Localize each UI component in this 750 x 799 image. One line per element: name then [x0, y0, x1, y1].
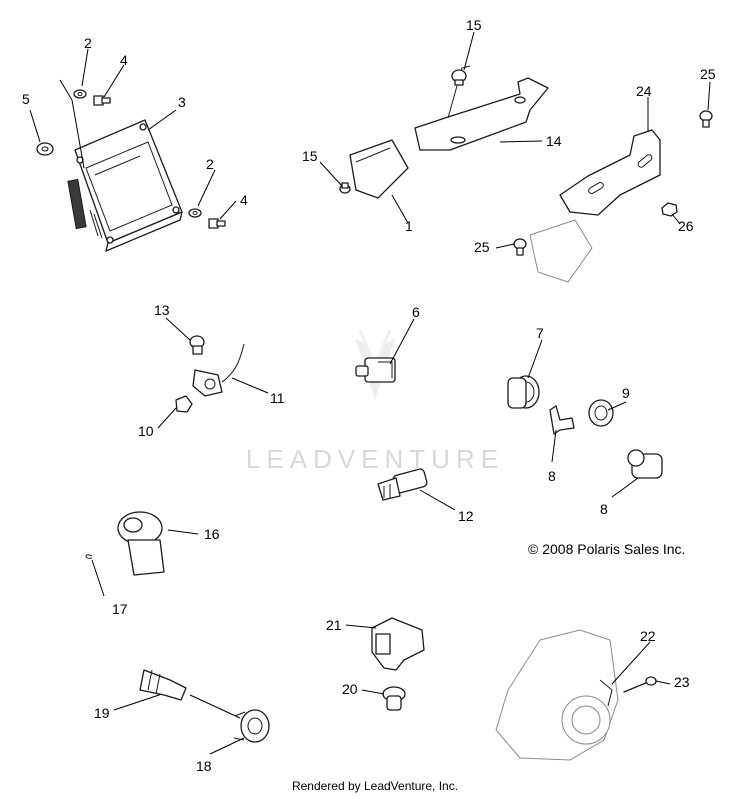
bracket-part — [414, 65, 549, 151]
callout-label: 15 — [302, 148, 318, 164]
bracket-part — [529, 129, 661, 283]
callout-label: 17 — [112, 601, 128, 617]
callout-label: 15 — [466, 17, 482, 33]
seal-ring-part — [233, 709, 270, 743]
callout-label: 4 — [240, 192, 248, 208]
map-sensor-part — [371, 617, 425, 671]
plug-cap-part — [339, 182, 351, 194]
callout-label: 3 — [178, 94, 186, 110]
grommet-part — [382, 686, 406, 711]
speed-sensor-part — [192, 343, 245, 397]
callout-label: 16 — [204, 526, 220, 542]
rubber-boot-part — [507, 375, 540, 409]
callout-label: 19 — [94, 705, 110, 721]
screw-part — [513, 238, 527, 256]
temperature-sensor-part — [355, 357, 396, 383]
ecu-module-part — [67, 119, 183, 252]
grommet-part — [36, 142, 54, 156]
temp-sender-part — [377, 468, 428, 501]
screw-part — [623, 676, 657, 693]
leader-lines — [29, 31, 711, 755]
callout-label: 23 — [674, 674, 690, 690]
footer-credit: Rendered by LeadVenture, Inc. — [291, 779, 459, 793]
callout-label: 4 — [120, 52, 128, 68]
watermark-text: LEADVENTURE — [246, 444, 504, 474]
plug-cap-part — [451, 69, 467, 86]
callout-label: 25 — [474, 239, 490, 255]
callout-label: 2 — [84, 35, 92, 51]
bolt-part — [189, 335, 205, 355]
callout-label: 9 — [622, 385, 630, 401]
clip-part — [549, 405, 575, 435]
seal-ring-part — [588, 399, 614, 427]
bolt-part — [93, 95, 111, 106]
mounting-pad-part — [349, 139, 409, 199]
callout-label: 14 — [546, 133, 562, 149]
clip-part — [85, 554, 93, 559]
pressure-sensor-part — [627, 449, 663, 479]
callout-label: 18 — [196, 758, 212, 774]
callout-label: 10 — [138, 423, 154, 439]
nut-part — [175, 395, 193, 413]
callout-label: 26 — [678, 218, 694, 234]
nut-part — [661, 202, 678, 217]
callout-label: 20 — [342, 681, 358, 697]
callout-label: 8 — [600, 501, 608, 517]
callout-label: 7 — [536, 325, 544, 341]
callout-label: 22 — [640, 628, 656, 644]
copyright-text: © 2008 Polaris Sales Inc. — [528, 541, 686, 557]
callout-label: 25 — [700, 66, 716, 82]
callout-label: 11 — [270, 390, 285, 406]
callout-label: 12 — [458, 508, 474, 524]
callout-labels: 1 2 2 3 4 4 5 6 7 8 8 9 10 11 12 13 14 1… — [22, 17, 716, 774]
callout-label: 13 — [154, 302, 170, 318]
callout-label: 24 — [636, 83, 652, 99]
throttle-body-part — [495, 629, 619, 761]
washer-part — [73, 89, 87, 99]
callout-label: 21 — [326, 617, 342, 633]
sensor-probe-part — [139, 669, 187, 701]
screw-part — [699, 110, 713, 128]
bolt-part — [208, 218, 226, 229]
washer-part — [188, 208, 202, 218]
callout-label: 5 — [22, 91, 30, 107]
callout-label: 8 — [548, 468, 556, 484]
callout-label: 2 — [206, 156, 214, 172]
callout-label: 6 — [412, 304, 420, 320]
callout-label: 1 — [405, 218, 413, 234]
knock-sensor-part — [117, 511, 165, 576]
